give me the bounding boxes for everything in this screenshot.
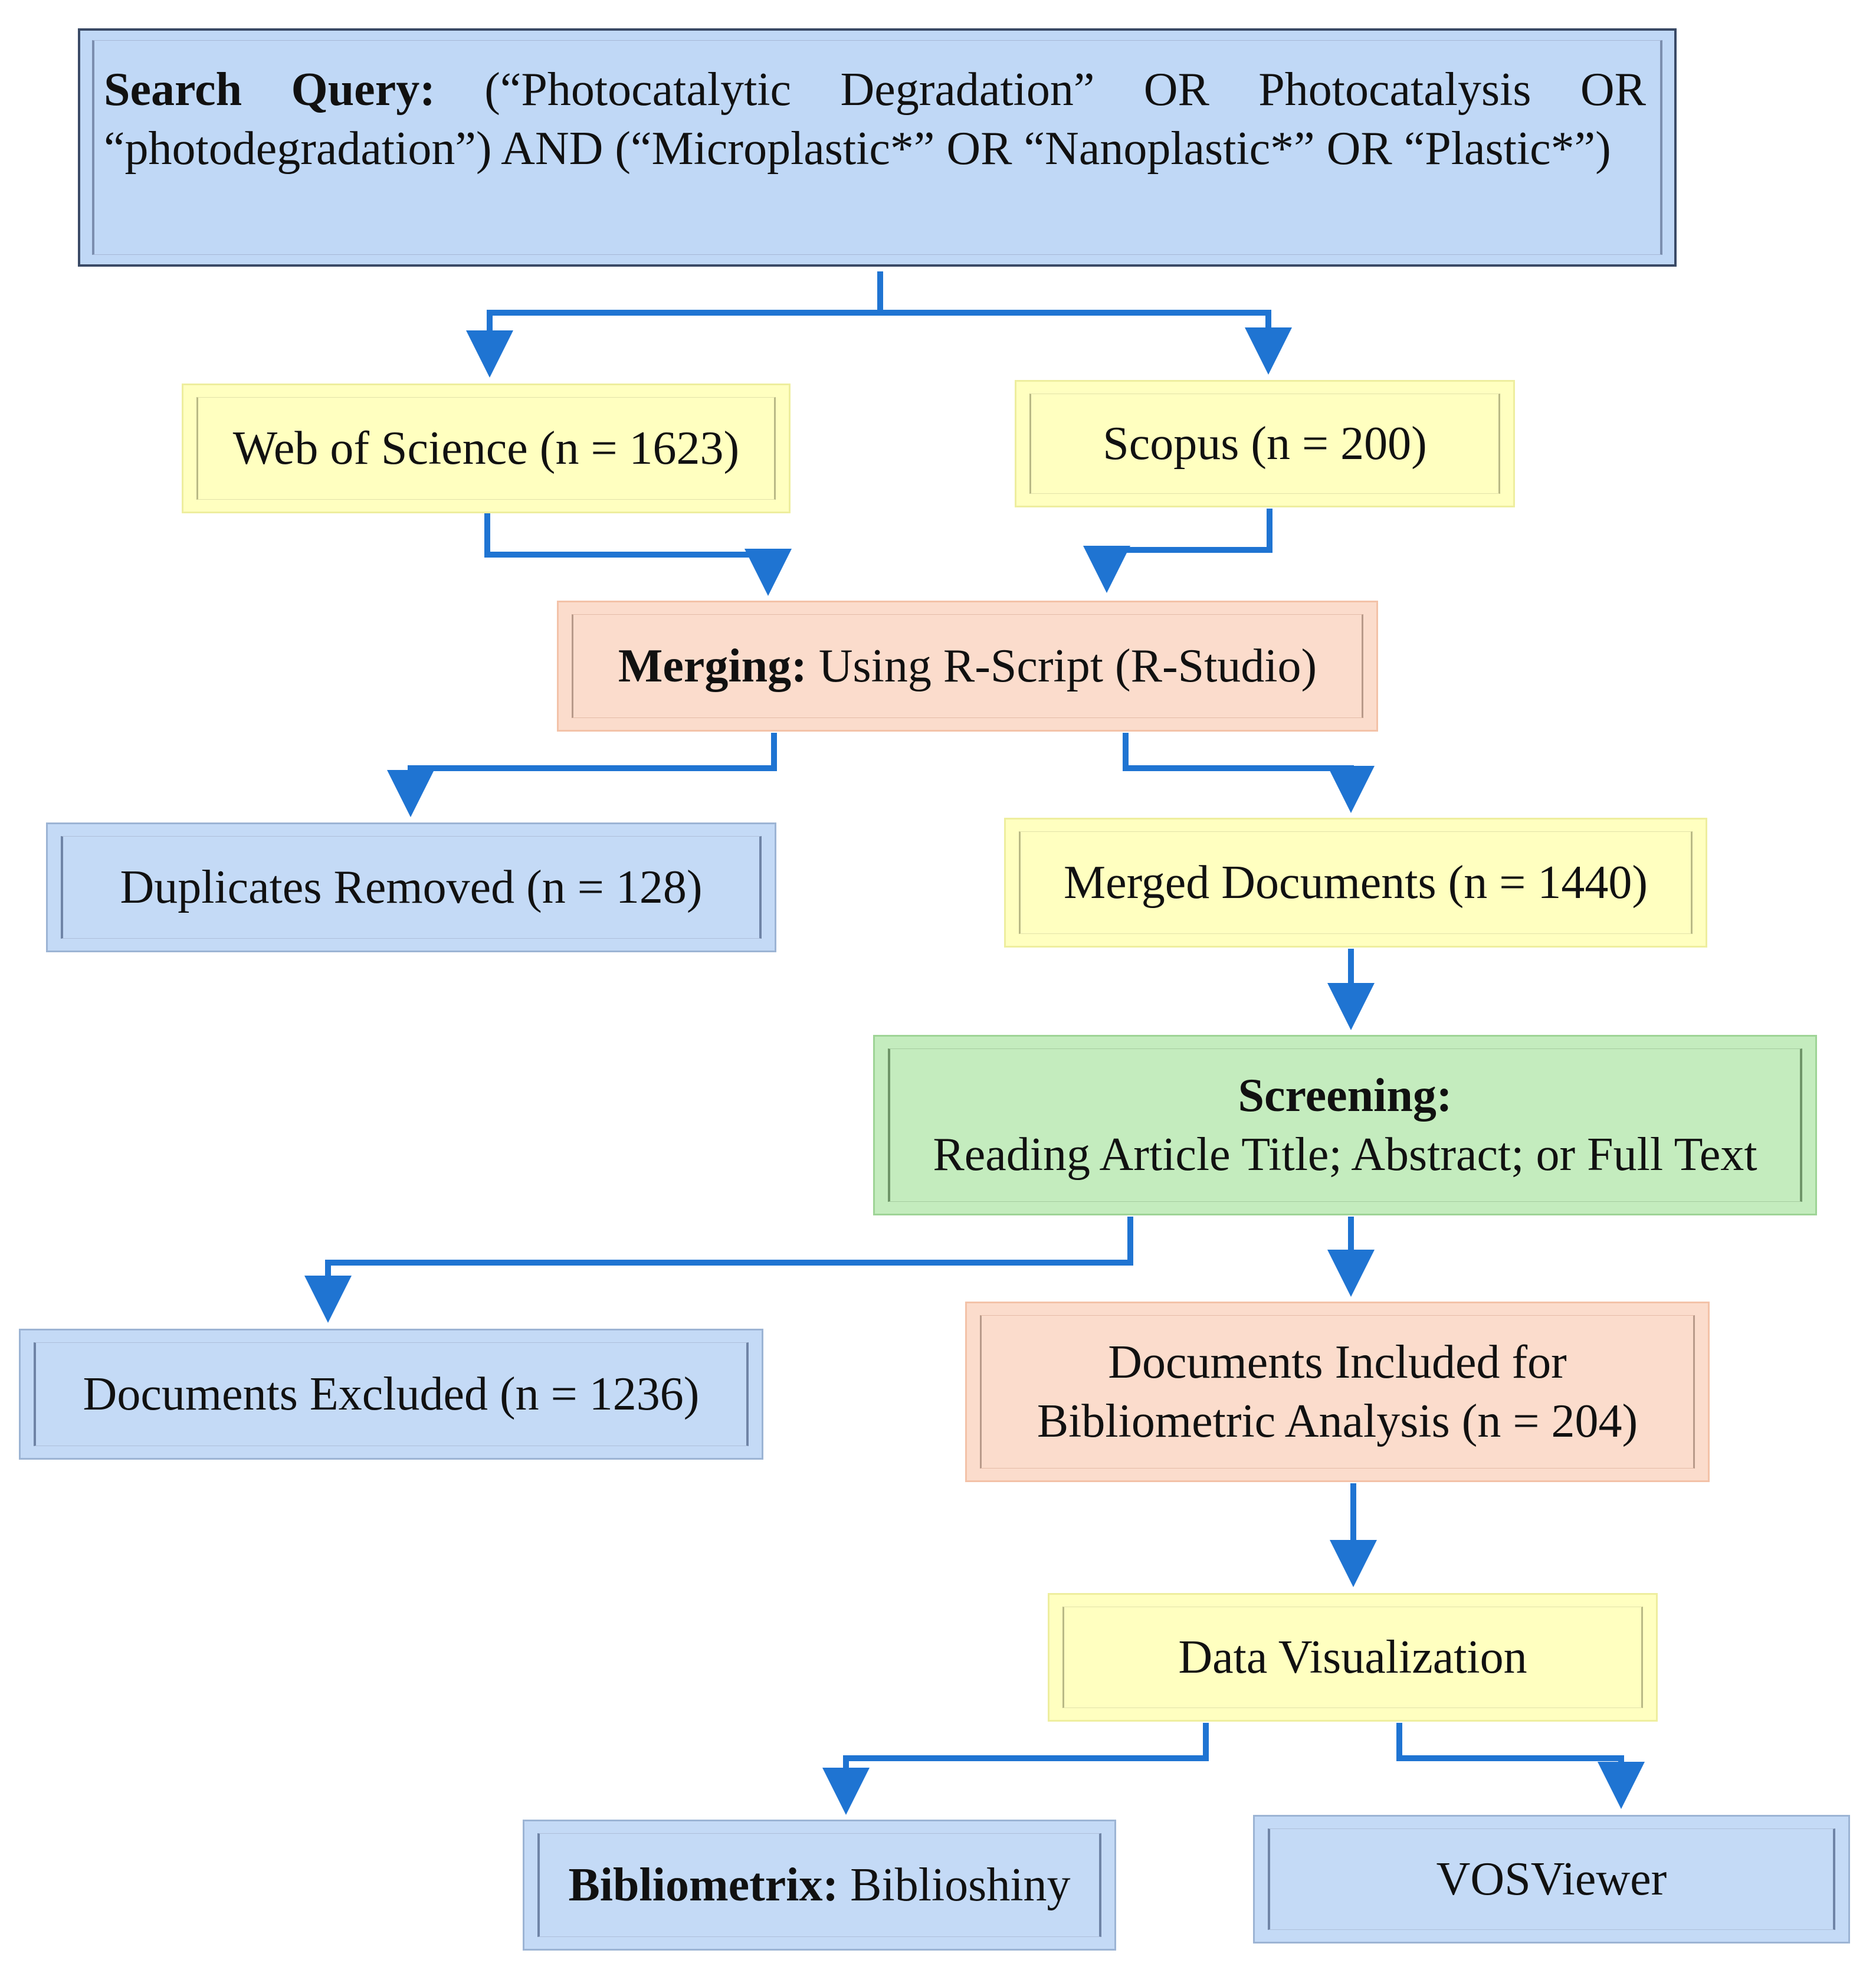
- bibliometrix-label: Bibliometrix:: [568, 1859, 839, 1911]
- merged-documents-box: Merged Documents (n = 1440): [1004, 818, 1707, 948]
- screening-value: Reading Article Title; Abstract; or Full…: [933, 1129, 1757, 1181]
- arrow-merging-to-merged: [1123, 733, 1375, 813]
- screening-label: Screening:: [1238, 1070, 1452, 1122]
- search-query-text: Search Query: (“Photocatalytic Degradati…: [104, 60, 1646, 178]
- merging-value: Using R-Script (R-Studio): [818, 640, 1317, 692]
- documents-included-box: Documents Included for Bibliometric Anal…: [965, 1302, 1710, 1482]
- search-query-box: Search Query: (“Photocatalytic Degradati…: [78, 28, 1677, 267]
- search-query-value: (“Photocatalytic Degradation” OR Photoca…: [104, 64, 1647, 175]
- arrow-screening-to-excluded: [304, 1217, 1133, 1323]
- arrow-visualization-to-bibliometrix: [822, 1723, 1209, 1815]
- duplicates-removed-box: Duplicates Removed (n = 128): [46, 822, 776, 952]
- arrow-query-stem: [490, 271, 883, 366]
- merging-label: Merging:: [618, 640, 807, 692]
- search-query-label: Search Query:: [104, 64, 435, 116]
- vosviewer-box: VOSViewer: [1253, 1815, 1850, 1943]
- bibliometrix-box: Bibliometrix: Biblioshiny: [523, 1820, 1116, 1951]
- data-visualization-box: Data Visualization: [1048, 1593, 1658, 1722]
- screening-text: Screening: Reading Article Title; Abstra…: [933, 1066, 1757, 1184]
- documents-included-text: Documents Included for Bibliometric Anal…: [1037, 1333, 1638, 1451]
- arrow-query-to-scopus: [880, 310, 1292, 375]
- bibliometrix-text: Bibliometrix: Biblioshiny: [568, 1856, 1070, 1915]
- arrow-visualization-to-vosviewer: [1396, 1723, 1645, 1809]
- arrow-wos-to-merging: [484, 513, 792, 596]
- documents-excluded-label: Documents Excluded (n = 1236): [83, 1368, 700, 1420]
- bibliometrix-value: Biblioshiny: [850, 1859, 1071, 1911]
- web-of-science-box: Web of Science (n = 1623): [182, 384, 791, 513]
- arrow-scopus-to-merging: [1083, 509, 1272, 593]
- duplicates-removed-label: Duplicates Removed (n = 128): [120, 861, 703, 913]
- merging-text: Merging: Using R-Script (R-Studio): [618, 637, 1317, 696]
- merging-box: Merging: Using R-Script (R-Studio): [557, 601, 1378, 732]
- merged-documents-label: Merged Documents (n = 1440): [1063, 857, 1648, 909]
- documents-included-line1: Documents Included for: [1108, 1336, 1567, 1388]
- arrow-merging-to-duplicates: [387, 733, 777, 817]
- screening-box: Screening: Reading Article Title; Abstra…: [873, 1035, 1817, 1215]
- data-visualization-label: Data Visualization: [1178, 1631, 1527, 1683]
- scopus-box: Scopus (n = 200): [1015, 380, 1515, 507]
- vosviewer-label: VOSViewer: [1436, 1853, 1667, 1905]
- scopus-label: Scopus (n = 200): [1103, 418, 1427, 470]
- web-of-science-label: Web of Science (n = 1623): [232, 422, 740, 474]
- documents-included-line2: Bibliometric Analysis (n = 204): [1037, 1395, 1638, 1447]
- documents-excluded-box: Documents Excluded (n = 1236): [19, 1329, 763, 1460]
